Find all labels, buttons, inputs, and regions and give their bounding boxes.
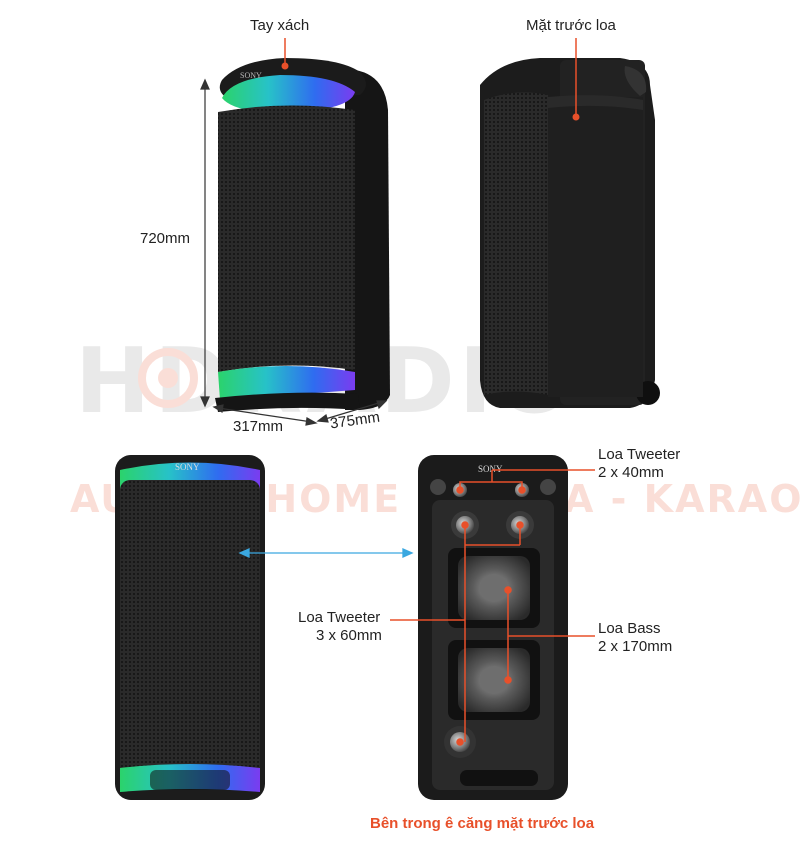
label-front-face: Mặt trước loa [526, 17, 616, 34]
label-tweeter-40-spec: 2 x 40mm [598, 464, 664, 481]
speaker-internal-view: SONY [418, 455, 568, 800]
label-bass-title: Loa Bass [598, 620, 661, 637]
label-height: 720mm [140, 230, 191, 247]
caption: Bên trong ê căng mặt trước loa [370, 815, 595, 832]
label-width: 317mm [233, 418, 284, 435]
label-bass-spec: 2 x 170mm [598, 638, 673, 655]
speaker-side-view [480, 58, 660, 408]
label-tweeter-40-title: Loa Tweeter [598, 446, 681, 463]
label-tweeter-60-spec: 3 x 60mm [316, 627, 382, 644]
dimension-lines [200, 78, 388, 426]
brand-logo-3: SONY [175, 462, 200, 472]
label-handle: Tay xách [250, 17, 310, 34]
speaker-angled-view: SONY [215, 58, 390, 412]
callout-lines [390, 469, 595, 746]
brand-logo-1: SONY [240, 71, 262, 80]
brand-logo-4: SONY [478, 464, 503, 474]
label-tweeter-60-title: Loa Tweeter [298, 609, 381, 626]
comparison-arrow [238, 547, 414, 559]
speaker-front-grille: SONY [115, 455, 265, 800]
